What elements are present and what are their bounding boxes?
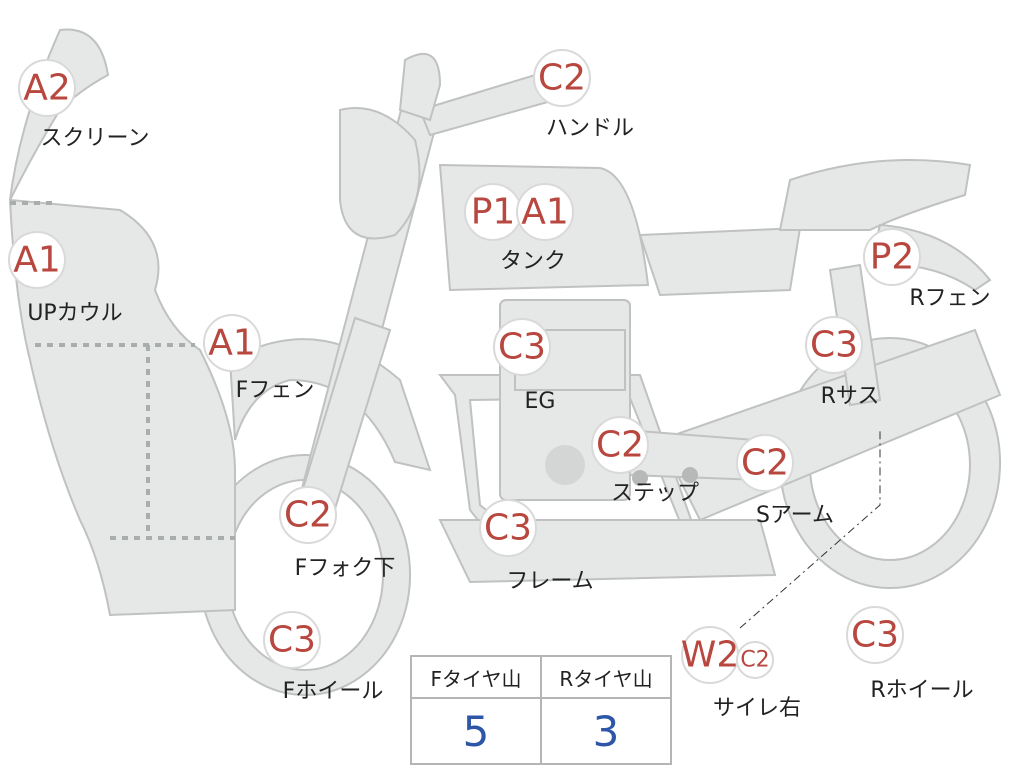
f-wheel-badge [263, 611, 321, 669]
screen [9, 28, 110, 201]
seat [638, 226, 802, 297]
step-bolt [632, 470, 648, 486]
frame-label: フレーム [506, 569, 593, 594]
tank-code: P1 [471, 192, 516, 233]
screen-label: スクリーン [41, 126, 150, 151]
frame-code: C3 [484, 508, 532, 549]
engine-label: EG [525, 389, 556, 414]
front-tire-header: Fタイヤ山 [410, 655, 542, 699]
up-cowl-code: A1 [13, 240, 61, 281]
cowl [8, 198, 236, 617]
engine-code: C3 [498, 327, 546, 368]
s-arm-badge [736, 434, 794, 492]
f-fork-badge [279, 486, 337, 544]
f-wheel-label: Fホイール [283, 679, 384, 704]
r-fender-code: P2 [870, 237, 915, 278]
r-sus-label: Rサス [821, 384, 880, 409]
step-code: C2 [596, 425, 644, 466]
up-cowl-label: UPカウル [27, 301, 122, 326]
screen-code: A2 [23, 68, 71, 109]
condition-badges: A2スクリーンA1UPカウルA1FフェンC2Fフォク下C3FホイールC2ハンドル… [8, 49, 991, 721]
rear-tire-header: Rタイヤ山 [540, 655, 672, 699]
rear-cowl [778, 159, 972, 231]
frame-badge [479, 499, 537, 557]
r-wheel-badge [846, 606, 904, 664]
engine-badge [493, 318, 551, 376]
handle-label: ハンドル [546, 116, 634, 141]
engine-bolt [545, 445, 585, 485]
f-fender-label: Fフェン [236, 378, 315, 403]
tank-2-badge [516, 183, 574, 241]
up-cowl-badge [8, 231, 66, 289]
step-bolt [682, 467, 698, 483]
r-wheel-code: C3 [851, 615, 899, 656]
headlight [339, 107, 421, 240]
tank-2-code: A1 [521, 192, 569, 233]
s-arm-code: C2 [741, 443, 789, 484]
muffler-leader-line [739, 428, 881, 629]
f-fender-code: A1 [208, 323, 256, 364]
r-wheel-label: Rホイール [870, 678, 973, 703]
step-badge [591, 416, 649, 474]
muffler-2-code: C2 [740, 648, 769, 673]
cowl-panel-lines [10, 201, 235, 540]
r-sus-code: C3 [810, 325, 858, 366]
front-tire-value: 5 [410, 697, 542, 765]
handle-badge [533, 49, 591, 107]
muffler-code: W2 [681, 635, 740, 676]
front-fender [228, 338, 432, 472]
f-fork-label: Fフォク下 [295, 556, 396, 581]
handle-code: C2 [538, 58, 586, 99]
f-fork-code: C2 [284, 495, 332, 536]
r-fender-badge [863, 228, 921, 286]
screen-badge [18, 59, 76, 117]
r-fender-label: Rフェン [909, 286, 990, 311]
r-sus-badge [805, 316, 863, 374]
s-arm-label: Sアーム [756, 503, 834, 528]
step-label: ステップ [611, 481, 699, 506]
mirror [398, 52, 442, 122]
tire-tread-table: Fタイヤ山 Rタイヤ山 5 3 [410, 655, 672, 765]
motorcycle-body [8, 28, 1002, 696]
f-wheel-code: C3 [268, 620, 316, 661]
tank-label: タンク [500, 249, 566, 274]
rear-tire-value: 3 [540, 697, 672, 765]
f-fender-badge [203, 314, 261, 372]
muffler-label: サイレ右 [713, 696, 801, 721]
muffler-2-badge [736, 641, 774, 679]
